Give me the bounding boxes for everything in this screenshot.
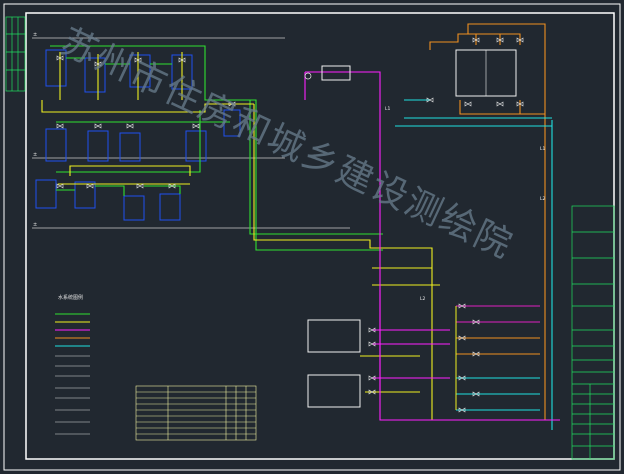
pipe-label-1: L1	[540, 146, 546, 152]
valve-icon	[472, 37, 480, 43]
valves	[56, 37, 524, 413]
valve-icon	[368, 327, 376, 333]
valve-icon	[86, 183, 94, 189]
valve-icon	[94, 123, 102, 129]
pump-rows	[455, 305, 540, 411]
pipe-label-2: L2	[540, 196, 546, 202]
green-supply-pipes	[50, 45, 383, 251]
valve-icon	[472, 351, 480, 357]
chiller-2	[307, 374, 361, 408]
valve-icon	[472, 319, 480, 325]
indoor-units-mid	[45, 109, 241, 162]
valve-icon	[458, 407, 466, 413]
cooling-tower	[455, 49, 517, 97]
floor-mark-top: ±	[33, 32, 37, 38]
tower-pipes	[395, 23, 553, 430]
valve-icon	[368, 341, 376, 347]
valve-icon	[516, 101, 524, 107]
pipe-label-4: L2	[420, 296, 426, 302]
legend-title: 水系统图例	[58, 294, 83, 301]
valve-icon	[458, 375, 466, 381]
valve-icon	[516, 37, 524, 43]
floor-lines	[32, 37, 350, 229]
valve-icon	[458, 335, 466, 341]
valve-icon	[368, 375, 376, 381]
valve-icon	[472, 391, 480, 397]
floor-mark-middle: ±	[33, 152, 37, 158]
equipment-schedule	[135, 385, 257, 441]
pipe-label-3: L1	[385, 106, 391, 112]
valve-icon	[464, 101, 472, 107]
floor-marks: ± ± ±	[33, 32, 37, 228]
expansion-tank	[304, 65, 351, 81]
valve-icon	[94, 61, 102, 67]
valve-icon	[134, 57, 142, 63]
valve-icon	[136, 183, 144, 189]
valve-icon	[496, 37, 504, 43]
valve-icon	[426, 97, 434, 103]
indoor-units-low	[35, 179, 181, 221]
yellow-chilled-pipes	[41, 52, 440, 420]
valve-icon	[168, 183, 176, 189]
magenta-pipes	[304, 71, 560, 421]
chillers	[307, 319, 361, 408]
outer-frame	[3, 3, 621, 471]
binding-strip	[5, 16, 26, 92]
chiller-1	[307, 319, 361, 353]
valve-icon	[56, 123, 64, 129]
valve-icon	[458, 303, 466, 309]
legend: 水系统图例	[55, 294, 90, 435]
pipe-labels: L1 L2 L1 L2	[385, 106, 546, 302]
valve-icon	[56, 55, 64, 61]
watermark: 苏州市住房和城乡建设测绘院	[54, 21, 519, 267]
valve-icon	[228, 101, 236, 107]
floor-mark-bottom: ±	[33, 222, 37, 228]
valve-icon	[368, 389, 376, 395]
valve-icon	[56, 183, 64, 189]
title-block	[571, 205, 615, 460]
valve-icon	[496, 101, 504, 107]
valve-icon	[178, 57, 186, 63]
valve-icon	[192, 123, 200, 129]
valve-icon	[126, 123, 134, 129]
